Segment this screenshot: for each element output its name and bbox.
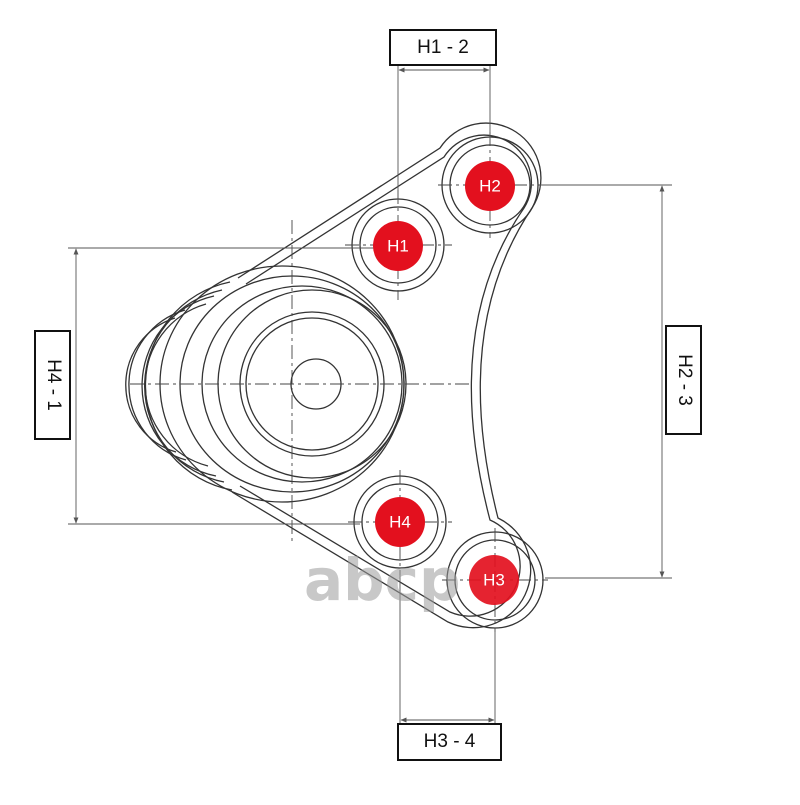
dimension-label-h4-1-text: H4 - 1	[42, 359, 64, 411]
hole-h3-label: H3	[483, 571, 505, 590]
hole-h1-label: H1	[387, 237, 409, 256]
dimension-label-h2-3-text: H2 - 3	[673, 354, 695, 406]
dimension-label-h1-2: H1 - 2	[389, 29, 497, 66]
hole-h1-marker	[373, 221, 423, 271]
dimension-label-h3-4: H3 - 4	[397, 723, 502, 761]
hole-h2-marker	[465, 161, 515, 211]
hole-h2: H2	[465, 161, 515, 211]
dimension-label-h2-3: H2 - 3	[665, 325, 702, 435]
hole-h2-label: H2	[479, 177, 501, 196]
dimension-label-h4-1: H4 - 1	[34, 330, 71, 440]
hole-h1: H1	[373, 221, 423, 271]
hole-h4-label: H4	[389, 513, 411, 532]
dimension-lines	[68, 60, 672, 728]
hole-h3-marker	[469, 555, 519, 605]
hole-h4-marker	[375, 497, 425, 547]
hole-h3: H3	[469, 555, 519, 605]
abcp-watermark: abcp	[304, 546, 461, 614]
hole-h4: H4	[375, 497, 425, 547]
